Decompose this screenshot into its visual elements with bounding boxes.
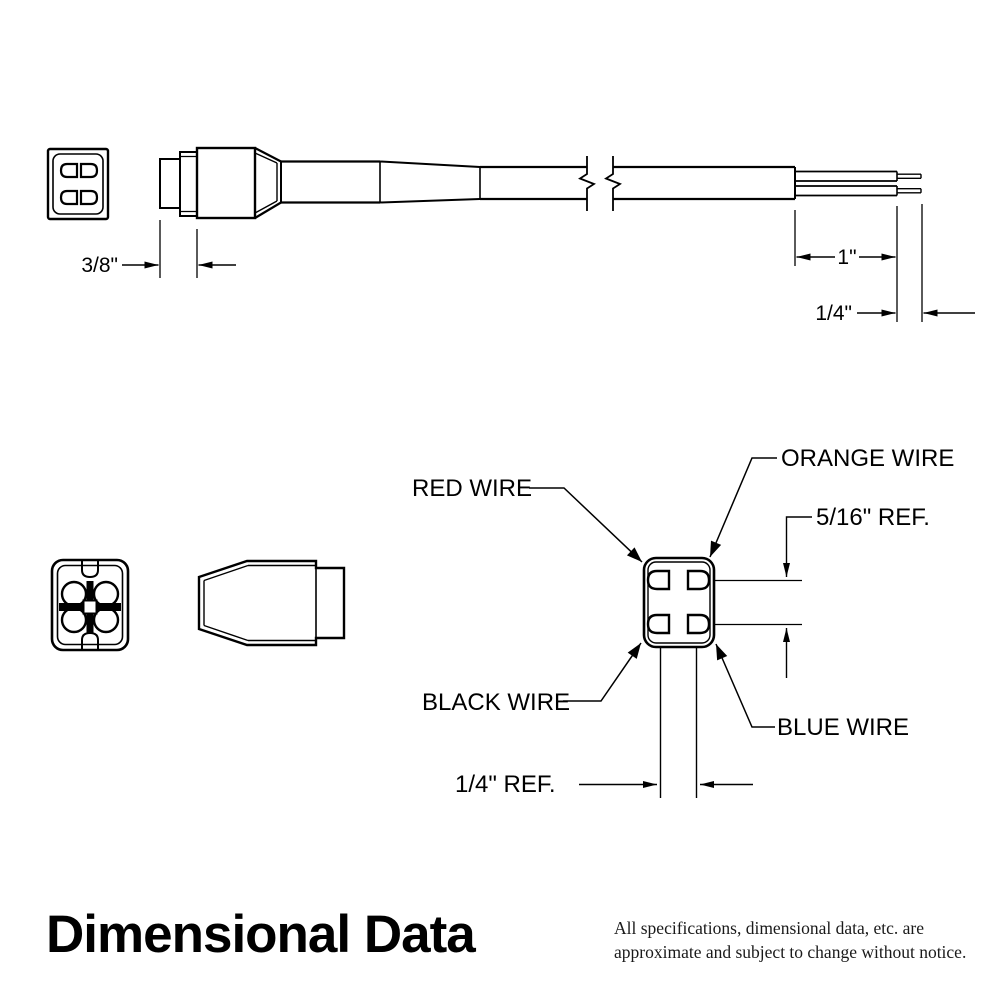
- top-assembly-drawing: 3/8" 1" 1/4": [46, 146, 975, 325]
- keying-tab-bottom: [81, 631, 99, 649]
- boot-taper-inner-top: [254, 152, 278, 164]
- dim-leader: [783, 516, 812, 577]
- page-title: Dimensional Data: [46, 905, 476, 964]
- taper-bottom: [379, 198, 481, 204]
- blue-wire-label: BLUE WIRE: [777, 714, 909, 741]
- pinout-body-outer: [642, 556, 716, 649]
- break-line: [604, 156, 622, 211]
- center-key-square: [82, 599, 98, 615]
- break-line: [578, 156, 596, 211]
- socket-hole: [60, 606, 88, 634]
- divider-band-vertical: [86, 613, 94, 633]
- dimension-pin-vertical: 5/16" REF.: [713, 504, 930, 678]
- dim-text-3-8: 3/8": [81, 254, 118, 277]
- pin-hole-red: [646, 569, 671, 591]
- black-wire-label: BLACK WIRE: [422, 689, 570, 716]
- dim-text-5-16-ref: 5/16" REF.: [816, 504, 930, 531]
- pinout-body-inner: [647, 561, 711, 644]
- socket-hole: [92, 606, 120, 634]
- dim-text-1-4: 1/4": [815, 302, 852, 325]
- boot-taper-bottom: [254, 201, 282, 219]
- face-inner-outline: [52, 153, 104, 215]
- leader-line: [529, 487, 643, 563]
- boot-taper-inner-bottom: [254, 200, 278, 214]
- break-symbol: [578, 156, 622, 211]
- connector-face-view-front: [50, 558, 130, 652]
- leader-line: [715, 643, 775, 728]
- disclaimer-line: approximate and subject to change withou…: [614, 942, 967, 962]
- connector-housing-side-view: [197, 559, 346, 647]
- pin-hole: [59, 189, 79, 206]
- connector-side-view: [159, 146, 282, 220]
- socket-hole: [60, 580, 88, 608]
- disclaimer-text: All specifications, dimensional data, et…: [614, 916, 994, 964]
- dim-text-1-4-ref: 1/4" REF.: [455, 771, 556, 798]
- face-outer-outline: [50, 558, 130, 652]
- pin-hole: [79, 189, 99, 206]
- leader-red-wire: RED WIRE: [412, 475, 643, 563]
- red-wire-label: RED WIRE: [412, 475, 532, 502]
- dim-text-1in: 1": [837, 246, 856, 269]
- pinout-diagram: RED WIRE ORANGE WIRE BLACK WIRE BLUE WIR…: [412, 445, 954, 798]
- taper-top: [379, 160, 481, 168]
- connector-face-view-top: [46, 147, 110, 221]
- connector-views-middle: [50, 558, 346, 652]
- housing-outline: [197, 559, 346, 647]
- orange-wire-label: ORANGE WIRE: [781, 445, 954, 472]
- dimension-lead-length: 1": [794, 206, 898, 322]
- leader-orange-wire: ORANGE WIRE: [709, 445, 954, 558]
- dimension-strip-length: 1/4": [815, 204, 975, 325]
- dimension-connector-depth: 3/8": [81, 220, 236, 278]
- pin-hole-orange: [686, 569, 711, 591]
- pin-hole-black: [646, 613, 671, 635]
- face-inner-outline: [56, 564, 124, 646]
- leader-black-wire: BLACK WIRE: [422, 642, 642, 716]
- boot-taper-top: [254, 147, 282, 163]
- pin-hole: [79, 162, 99, 179]
- boot-body: [195, 146, 257, 220]
- socket-hole: [92, 580, 120, 608]
- pin-hole: [59, 162, 79, 179]
- housing-inner-chamfer: [203, 564, 249, 582]
- dimension-pin-spacing: 1/4" REF.: [455, 771, 753, 798]
- pin-hole-blue: [686, 613, 711, 635]
- divider-band-vertical: [86, 581, 94, 601]
- cable: [281, 160, 796, 204]
- pinout-connector: [642, 556, 716, 798]
- face-outer-outline: [46, 147, 110, 221]
- keying-tab-top: [81, 561, 99, 579]
- lead-wires: [795, 170, 922, 197]
- leader-line: [563, 642, 642, 702]
- disclaimer-line: All specifications, dimensional data, et…: [614, 918, 925, 938]
- connector-step: [179, 151, 198, 217]
- leader-blue-wire: BLUE WIRE: [715, 643, 909, 741]
- connector-nose: [159, 158, 181, 209]
- leader-line: [709, 457, 777, 558]
- housing-inner-chamfer: [203, 624, 249, 642]
